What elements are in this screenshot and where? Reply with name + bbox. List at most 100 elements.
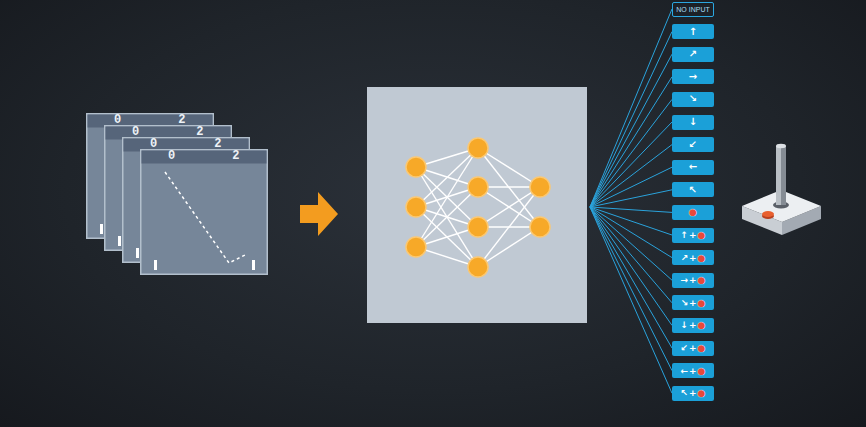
score-digit: 2 xyxy=(196,126,203,138)
fire-symbol: ● xyxy=(698,229,706,241)
score-digit: 0 xyxy=(132,126,139,138)
direction-symbol: + xyxy=(689,387,697,399)
action-button: ← xyxy=(672,160,714,175)
output-line xyxy=(590,99,672,207)
direction-symbol: ↑ xyxy=(681,229,689,241)
score-digit: 0 xyxy=(150,138,157,150)
left-paddle xyxy=(100,224,103,234)
fire-symbol: ● xyxy=(698,342,706,354)
score-row: 02 xyxy=(122,137,250,151)
score-digit: 0 xyxy=(168,150,175,162)
action-button: ↗+● xyxy=(672,250,714,265)
direction-symbol: ↘ xyxy=(681,297,689,309)
direction-symbol: ← xyxy=(681,365,689,377)
action-button: ↘ xyxy=(672,92,714,107)
action-button: ↘+● xyxy=(672,295,714,310)
direction-symbol: ↓ xyxy=(689,116,697,128)
action-button: →+● xyxy=(672,273,714,288)
network-panel xyxy=(367,87,587,323)
fire-symbol: ● xyxy=(698,319,706,331)
output-line xyxy=(590,207,672,325)
button-label: NO INPUT xyxy=(676,5,709,14)
output-line xyxy=(590,32,672,207)
direction-symbol: ↙ xyxy=(689,139,697,151)
action-button: ↑ xyxy=(672,24,714,39)
fire-button xyxy=(762,211,774,217)
neural-network xyxy=(367,87,587,323)
direction-symbol: + xyxy=(689,229,697,241)
direction-symbol: ↗ xyxy=(681,252,689,264)
direction-symbol: ↘ xyxy=(689,93,697,105)
output-line xyxy=(590,145,672,207)
action-button: ↙+● xyxy=(672,341,714,356)
output-line xyxy=(590,207,672,348)
direction-symbol: + xyxy=(689,297,697,309)
direction-symbol: → xyxy=(689,71,697,83)
output-line xyxy=(590,207,672,393)
direction-symbol: + xyxy=(689,365,697,377)
left-paddle xyxy=(118,236,121,246)
action-button: ● xyxy=(672,205,714,220)
network-weight xyxy=(478,148,540,187)
output-line xyxy=(590,122,672,207)
network-weight xyxy=(478,187,540,227)
direction-symbol: ↙ xyxy=(681,342,689,354)
fire-symbol: ● xyxy=(698,297,706,309)
score-digit: 2 xyxy=(214,138,221,150)
fire-symbol: ● xyxy=(698,365,706,377)
score-band xyxy=(142,151,267,164)
game-frame: 02 xyxy=(140,149,268,275)
left-paddle xyxy=(154,260,157,270)
output-line xyxy=(590,167,672,207)
action-button: → xyxy=(672,69,714,84)
output-line xyxy=(590,207,672,371)
output-line xyxy=(590,77,672,207)
neuron xyxy=(406,237,426,257)
direction-symbol: ↗ xyxy=(689,48,697,60)
neuron xyxy=(468,138,488,158)
neuron xyxy=(530,177,550,197)
score-row: 02 xyxy=(140,149,268,163)
neuron xyxy=(406,157,426,177)
network-weight xyxy=(478,187,540,227)
neuron xyxy=(468,177,488,197)
score-row: 02 xyxy=(104,125,232,139)
stick-shaft-dark xyxy=(776,146,786,205)
stick-shaft-light xyxy=(776,146,781,205)
action-button: ↑+● xyxy=(672,228,714,243)
action-button: ↓ xyxy=(672,115,714,130)
direction-symbol: + xyxy=(689,342,697,354)
neuron xyxy=(468,217,488,237)
action-button: ↗ xyxy=(672,47,714,62)
joystick-icon xyxy=(742,144,821,235)
direction-symbol: ↖ xyxy=(689,184,697,196)
fire-symbol: ● xyxy=(689,206,697,218)
direction-symbol: ↖ xyxy=(681,387,689,399)
direction-symbol: + xyxy=(689,274,697,286)
network-weight xyxy=(416,207,478,267)
neuron xyxy=(468,257,488,277)
action-button: ↓+● xyxy=(672,318,714,333)
neuron xyxy=(530,217,550,237)
ball-trajectory xyxy=(165,172,245,263)
output-line xyxy=(590,190,672,207)
direction-symbol: + xyxy=(689,252,697,264)
direction-symbol: ↑ xyxy=(689,26,697,38)
action-button: ↖+● xyxy=(672,386,714,401)
score-row: 02 xyxy=(86,113,214,127)
direction-symbol: ↓ xyxy=(681,319,689,331)
score-digit: 0 xyxy=(114,114,121,126)
right-paddle xyxy=(252,260,255,270)
left-paddle xyxy=(136,248,139,258)
flow-arrow xyxy=(300,192,338,236)
stick-top xyxy=(776,144,786,148)
output-line xyxy=(590,54,672,207)
action-button: ↖ xyxy=(672,182,714,197)
score-digit: 2 xyxy=(178,114,185,126)
fire-symbol: ● xyxy=(698,252,706,264)
network-weight xyxy=(416,187,478,247)
score-digit: 2 xyxy=(232,150,239,162)
fire-symbol: ● xyxy=(698,387,706,399)
network-weight xyxy=(478,227,540,267)
